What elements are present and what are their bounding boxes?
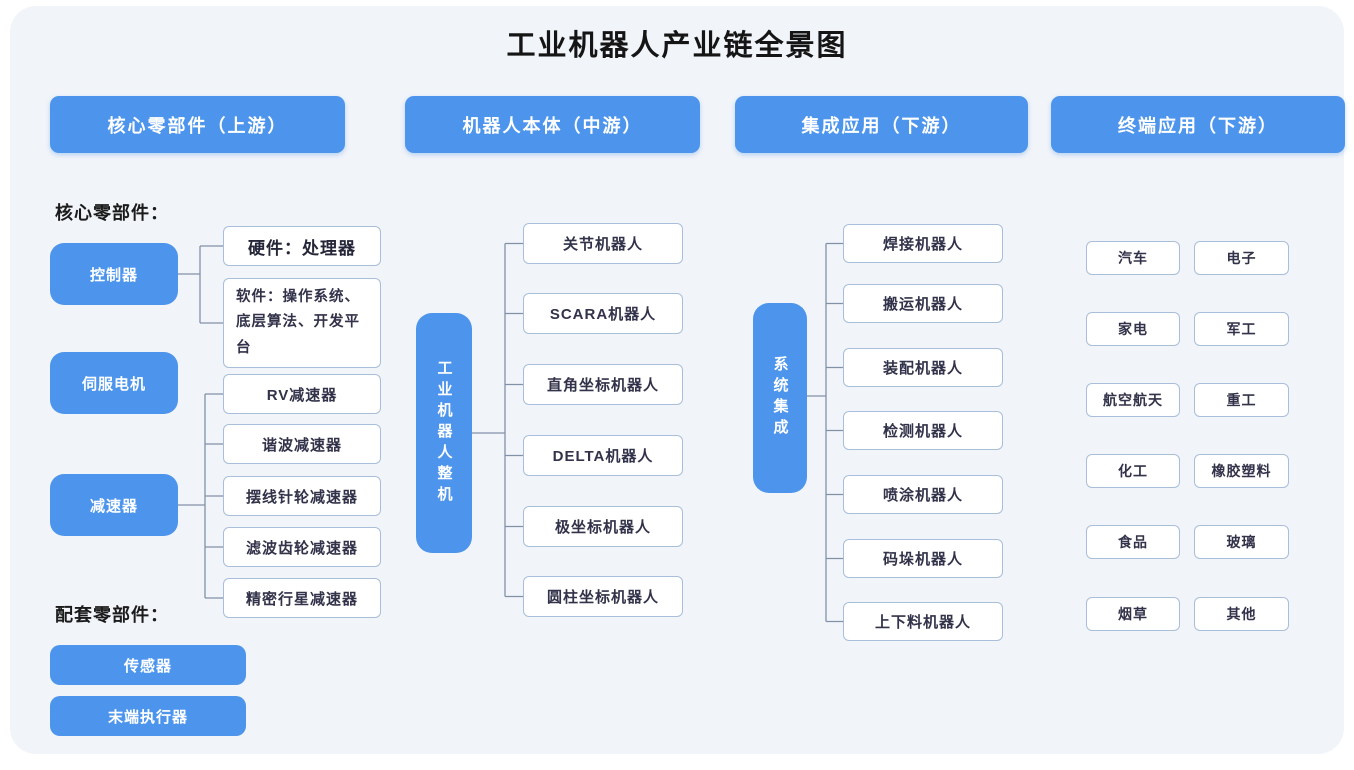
header-downstream-integration: 集成应用（下游） bbox=[735, 96, 1028, 153]
node-scara-robot: SCARA机器人 bbox=[523, 293, 683, 334]
node-spraying-robot: 喷涂机器人 bbox=[843, 475, 1003, 514]
node-delta-robot: DELTA机器人 bbox=[523, 435, 683, 476]
node-filter-gear-reducer: 滤波齿轮减速器 bbox=[223, 527, 381, 567]
node-app-aerospace: 航空航天 bbox=[1086, 383, 1180, 417]
node-controller: 控制器 bbox=[50, 243, 178, 305]
node-cartesian-robot: 直角坐标机器人 bbox=[523, 364, 683, 405]
node-app-tobacco: 烟草 bbox=[1086, 597, 1180, 631]
node-sensor: 传感器 bbox=[50, 645, 246, 685]
node-app-military: 军工 bbox=[1194, 312, 1289, 346]
node-hardware-processor: 硬件：处理器 bbox=[223, 226, 381, 266]
core-components-label: 核心零部件： bbox=[55, 203, 169, 223]
header-upstream-core-components: 核心零部件（上游） bbox=[50, 96, 345, 153]
node-cycloid-pinwheel-reducer: 摆线针轮减速器 bbox=[223, 476, 381, 516]
node-welding-robot: 焊接机器人 bbox=[843, 224, 1003, 263]
header-downstream-terminal-apps: 终端应用（下游） bbox=[1051, 96, 1345, 153]
node-articulated-robot: 关节机器人 bbox=[523, 223, 683, 264]
node-industrial-robot-machine: 工业机器人整机 bbox=[416, 313, 472, 553]
node-app-home-appliances: 家电 bbox=[1086, 312, 1180, 346]
node-harmonic-reducer: 谐波减速器 bbox=[223, 424, 381, 464]
node-app-other: 其他 bbox=[1194, 597, 1289, 631]
node-end-effector: 末端执行器 bbox=[50, 696, 246, 736]
node-app-electronics: 电子 bbox=[1194, 241, 1289, 275]
node-precision-planetary-reducer: 精密行星减速器 bbox=[223, 578, 381, 618]
node-palletizing-robot: 码垛机器人 bbox=[843, 539, 1003, 578]
header-midstream-robot-body: 机器人本体（中游） bbox=[405, 96, 700, 153]
node-rv-reducer: RV减速器 bbox=[223, 374, 381, 414]
node-inspection-robot: 检测机器人 bbox=[843, 411, 1003, 450]
node-app-glass: 玻璃 bbox=[1194, 525, 1289, 559]
node-reducer: 减速器 bbox=[50, 474, 178, 536]
node-cylindrical-robot: 圆柱坐标机器人 bbox=[523, 576, 683, 617]
node-assembly-robot: 装配机器人 bbox=[843, 348, 1003, 387]
node-loading-unloading-robot: 上下料机器人 bbox=[843, 602, 1003, 641]
node-polar-robot: 极坐标机器人 bbox=[523, 506, 683, 547]
node-app-heavy-industry: 重工 bbox=[1194, 383, 1289, 417]
node-software-platform: 软件：操作系统、底层算法、开发平台 bbox=[223, 278, 381, 368]
node-system-integration: 系统集成 bbox=[753, 303, 807, 493]
node-app-chemical: 化工 bbox=[1086, 454, 1180, 488]
node-app-rubber-plastics: 橡胶塑料 bbox=[1194, 454, 1289, 488]
node-app-automotive: 汽车 bbox=[1086, 241, 1180, 275]
node-handling-robot: 搬运机器人 bbox=[843, 284, 1003, 323]
node-app-food: 食品 bbox=[1086, 525, 1180, 559]
page-title: 工业机器人产业链全景图 bbox=[506, 30, 848, 62]
node-servo-motor: 伺服电机 bbox=[50, 352, 178, 414]
support-components-label: 配套零部件： bbox=[55, 605, 169, 625]
